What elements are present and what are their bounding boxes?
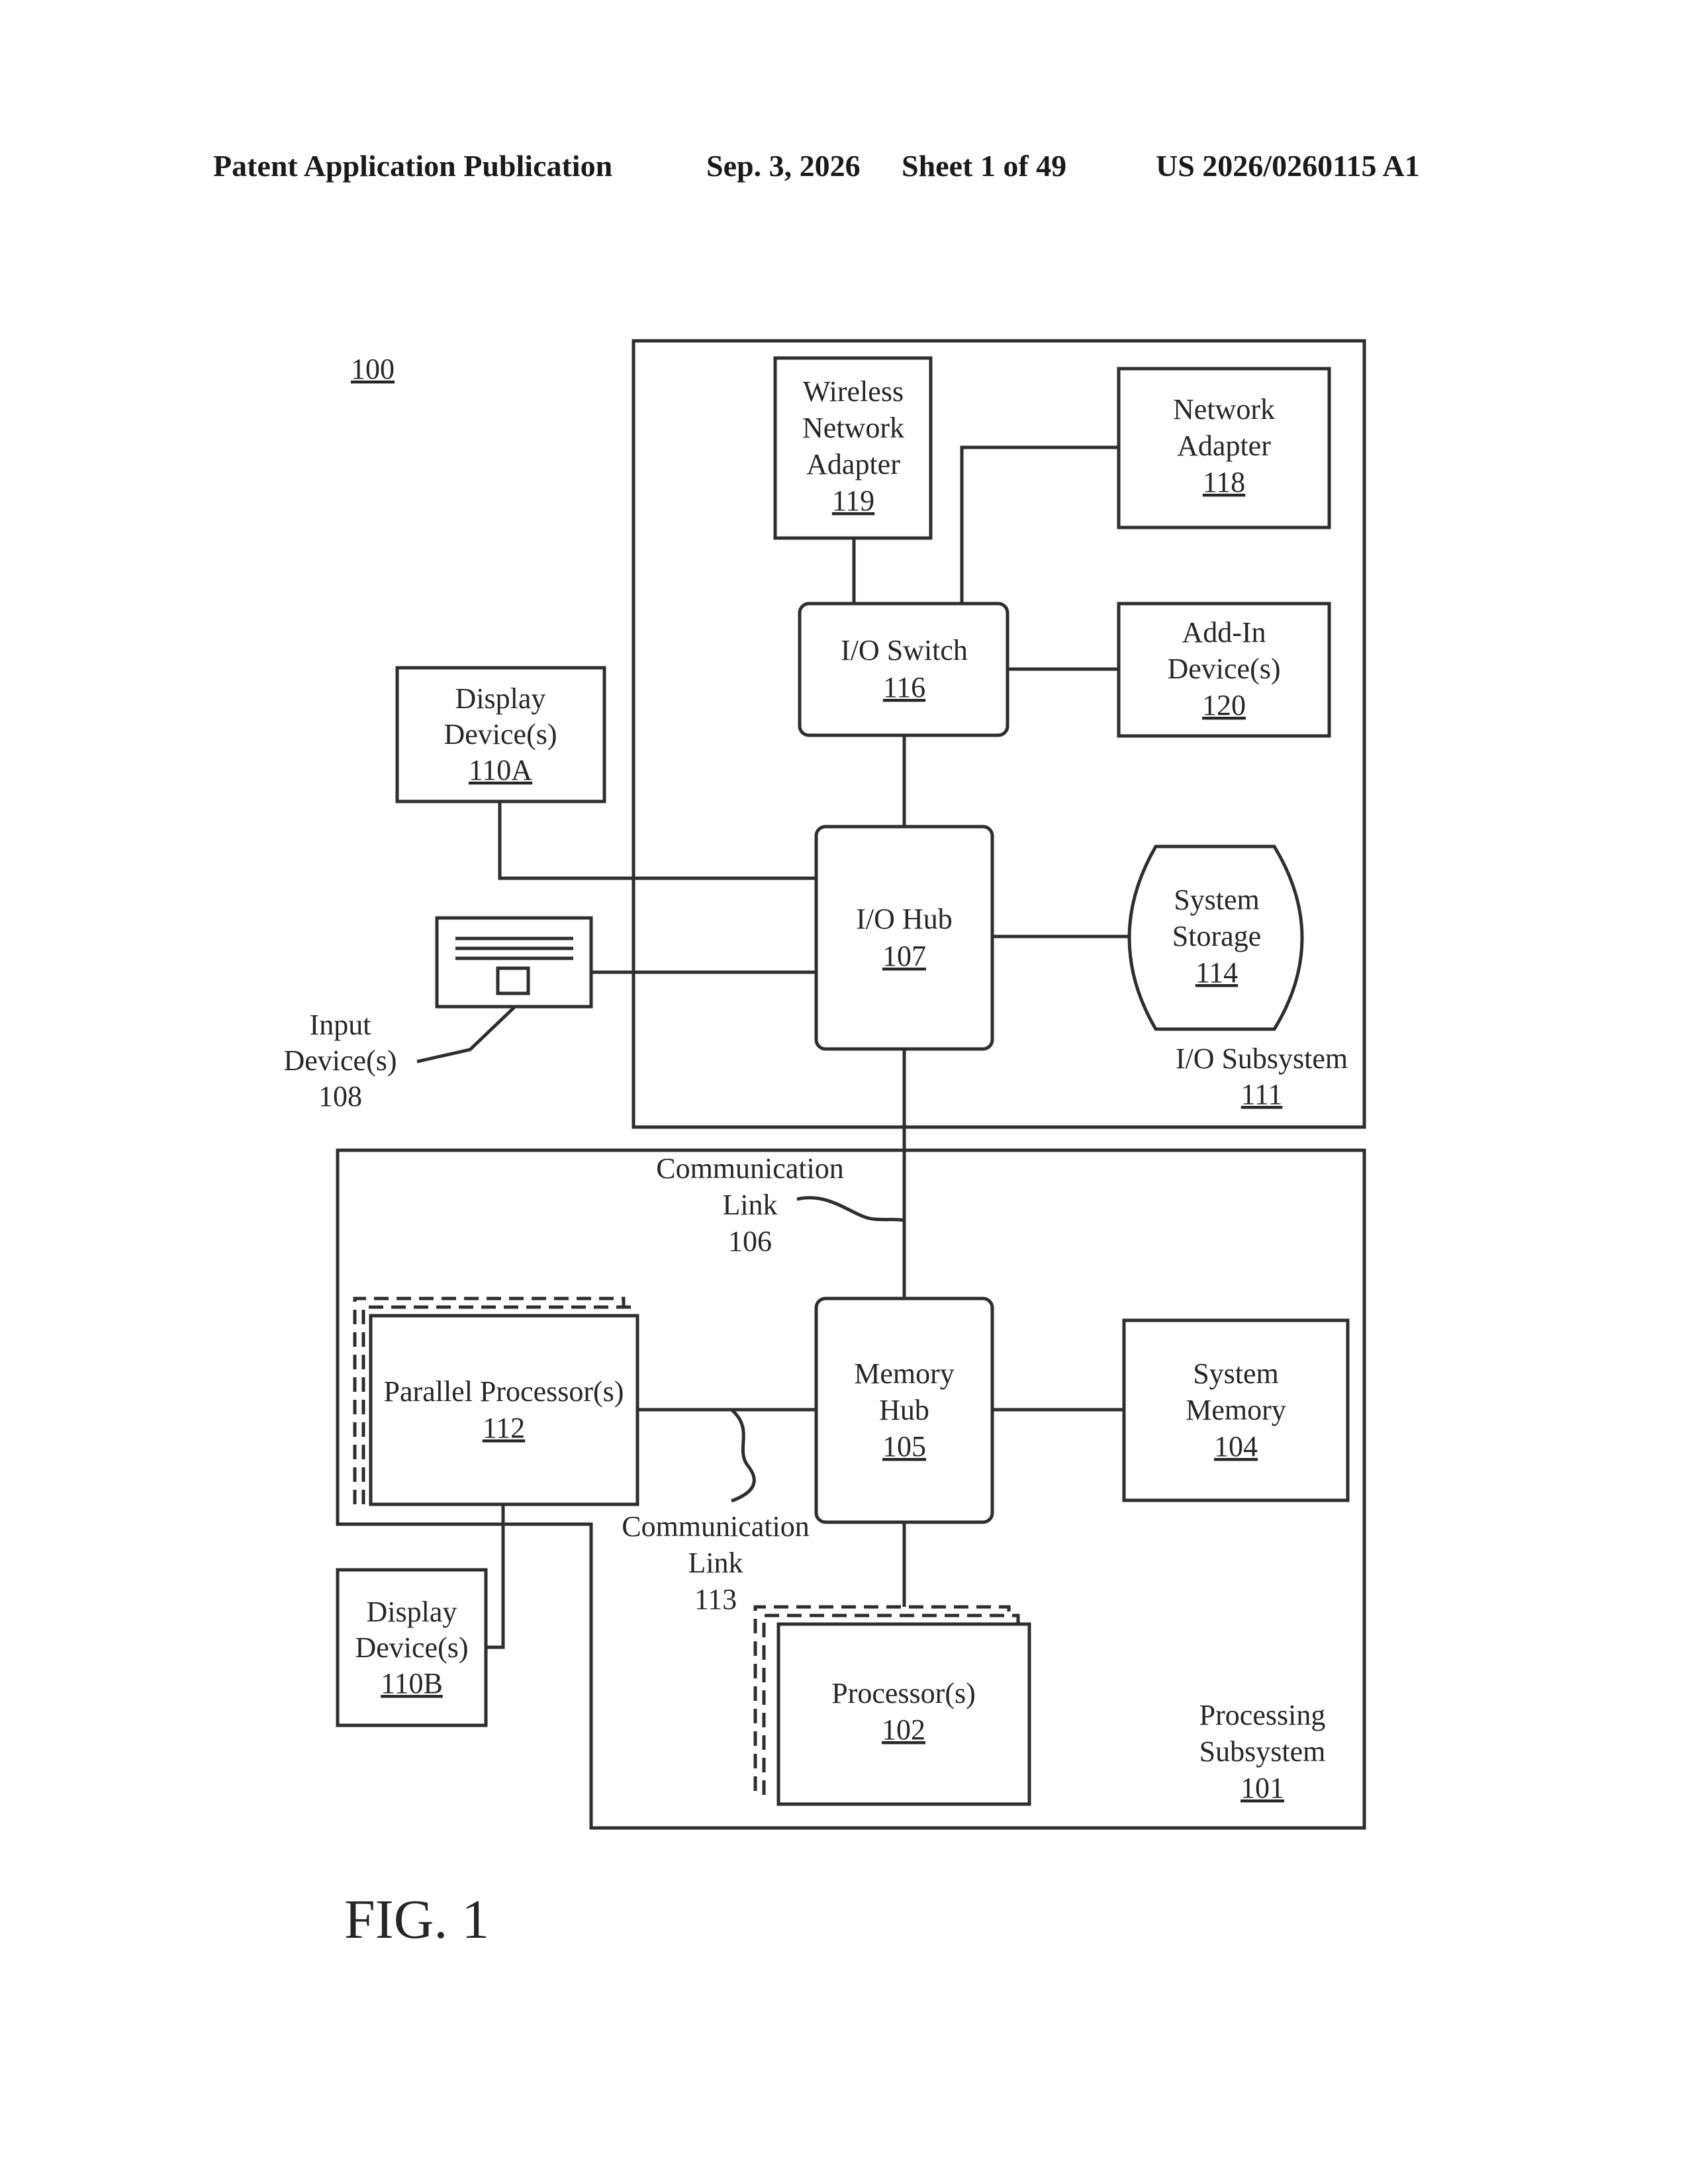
header-date: Sep. 3, 2026 [706, 149, 861, 183]
comm-link-113-line1: Communication [622, 1510, 810, 1543]
io-subsystem-ref: 111 [1241, 1078, 1283, 1111]
addin-devices-line2: Device(s) [1167, 653, 1280, 685]
processor-line1: Processor(s) [831, 1677, 976, 1709]
input-devices-line2: Device(s) [283, 1044, 397, 1077]
addin-devices-line1: Add-In [1182, 616, 1266, 649]
addin-devices-ref: 120 [1202, 689, 1246, 721]
memory-hub-ref: 105 [882, 1430, 926, 1463]
header-publication: Patent Application Publication [213, 149, 612, 183]
io-subsystem-label: I/O Subsystem [1176, 1042, 1348, 1075]
network-adapter-line1: Network [1173, 393, 1275, 426]
wireless-adapter-line1: Wireless [803, 375, 904, 408]
memory-hub-line2: Hub [879, 1394, 929, 1426]
input-devices-ref: 108 [318, 1080, 362, 1113]
wireless-adapter-line3: Adapter [806, 448, 900, 480]
parallel-processor-line1: Parallel Processor(s) [384, 1375, 624, 1408]
system-storage-line1: System [1174, 884, 1260, 916]
processing-subsystem-line1: Processing [1199, 1699, 1326, 1731]
io-switch-box [800, 604, 1008, 735]
parallel-processor-box [371, 1316, 637, 1504]
figure-ref-label: 100 [351, 353, 395, 385]
comm-link-106-line1: Communication [656, 1152, 844, 1185]
network-adapter-ref: 118 [1203, 466, 1245, 498]
display-b-ref: 110B [381, 1667, 443, 1700]
io-switch-ref: 116 [883, 671, 925, 704]
system-memory-ref: 104 [1214, 1430, 1258, 1463]
system-storage-ref: 114 [1196, 956, 1238, 989]
display-a-ref: 110A [469, 754, 532, 786]
io-hub-ref: 107 [882, 940, 926, 972]
system-memory-line1: System [1193, 1357, 1279, 1390]
io-hub-box [816, 827, 992, 1049]
wireless-adapter-line2: Network [802, 412, 904, 444]
comm-link-113-line2: Link [688, 1547, 743, 1579]
display-a-line2: Device(s) [444, 718, 557, 751]
header-sheet: Sheet 1 of 49 [902, 149, 1066, 183]
comm-link-113-ref: 113 [694, 1583, 737, 1615]
system-storage-line2: Storage [1172, 920, 1261, 952]
io-switch-line1: I/O Switch [841, 634, 968, 666]
processing-subsystem-ref: 101 [1241, 1772, 1284, 1804]
comm-link-106-line2: Link [722, 1189, 777, 1221]
network-adapter-line2: Adapter [1177, 430, 1271, 462]
processor-ref: 102 [882, 1713, 925, 1746]
keyboard-icon [437, 918, 591, 1007]
figure-caption: FIG. 1 [344, 1889, 489, 1950]
header-number: US 2026/0260115 A1 [1156, 149, 1420, 183]
system-memory-line2: Memory [1186, 1394, 1286, 1426]
memory-hub-line1: Memory [854, 1357, 955, 1390]
comm-link-106-ref: 106 [728, 1225, 772, 1257]
input-devices-line1: Input [310, 1009, 371, 1041]
wireless-adapter-ref: 119 [832, 484, 874, 517]
processing-subsystem-line2: Subsystem [1199, 1735, 1326, 1768]
io-hub-line1: I/O Hub [856, 903, 952, 935]
display-a-line1: Display [455, 682, 546, 715]
display-b-line2: Device(s) [355, 1631, 468, 1664]
parallel-processor-ref: 112 [483, 1412, 525, 1444]
display-b-line1: Display [367, 1596, 457, 1628]
